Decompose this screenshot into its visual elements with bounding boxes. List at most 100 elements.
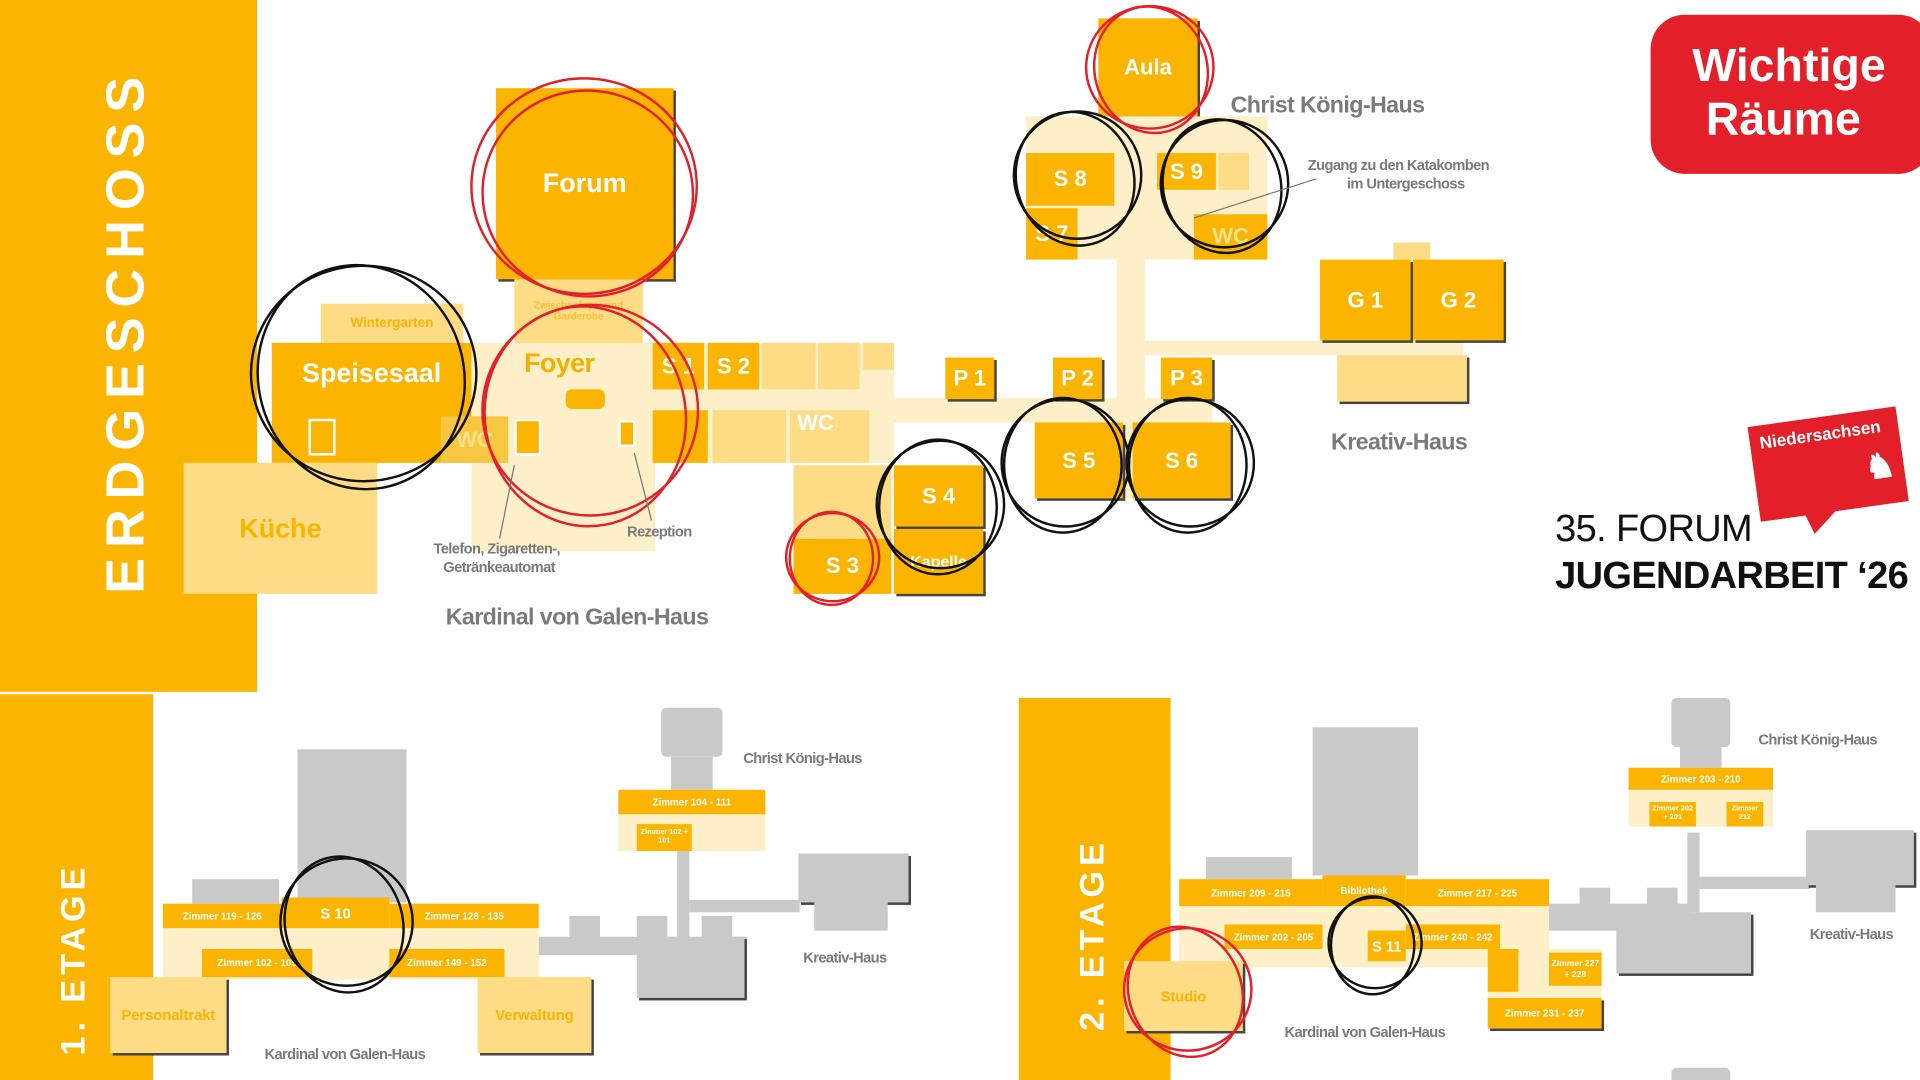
building xyxy=(1312,727,1418,876)
foyer-desk xyxy=(565,389,605,409)
building xyxy=(636,936,745,998)
room-s4[interactable]: S 4 xyxy=(893,465,984,527)
room-s5[interactable]: S 5 xyxy=(1034,422,1123,499)
building xyxy=(701,915,733,938)
katakomben-note: im Untergeschoss xyxy=(1346,175,1465,193)
building xyxy=(192,879,280,904)
room-s10[interactable]: S 10 xyxy=(281,897,390,929)
building-label-kreativ: Kreativ-Haus xyxy=(1809,925,1894,943)
room xyxy=(1393,242,1431,260)
gray-corridor xyxy=(689,900,800,913)
building xyxy=(661,707,723,757)
gray-corridor xyxy=(1699,876,1810,889)
room-personaltrakt[interactable]: Personaltrakt xyxy=(110,977,227,1054)
room-s3[interactable]: S 3 xyxy=(793,538,892,594)
building xyxy=(636,915,668,938)
room-wc-3[interactable]: WC xyxy=(1193,214,1268,260)
room-z119[interactable]: Zimmer 119 - 126 xyxy=(162,903,282,929)
building xyxy=(671,756,713,790)
room-wintergarten[interactable]: Wintergarten xyxy=(320,303,463,343)
corridor xyxy=(1144,340,1464,356)
building-label-christ-koenig: Christ König-Haus xyxy=(1230,93,1425,119)
room-z209[interactable]: Zimmer 209 - 215 xyxy=(1179,879,1323,907)
telefon-note: Getränkeautomat xyxy=(443,558,555,576)
room xyxy=(817,342,860,390)
room xyxy=(793,465,892,539)
room xyxy=(761,342,816,390)
room-studio[interactable]: Studio xyxy=(1124,961,1243,1032)
building-label-kardinal: Kardinal von Galen-Haus xyxy=(1284,1023,1446,1041)
room-z203[interactable]: Zimmer 203 - 210 xyxy=(1628,767,1774,790)
corridor xyxy=(1116,238,1145,405)
room-aula[interactable]: Aula xyxy=(1098,18,1198,117)
room-z102b[interactable]: Zimmer 102 + 101 xyxy=(636,824,692,852)
building-label-kreativ: Kreativ-Haus xyxy=(1331,429,1468,456)
first-floor-label: 1. ETAGE xyxy=(53,862,92,1056)
room-kapelle[interactable]: Kapelle xyxy=(893,528,984,594)
room-s2[interactable]: S 2 xyxy=(707,342,760,390)
room-z202[interactable]: Zimmer 202 - 205 xyxy=(1224,924,1323,949)
room-wc-accessible[interactable]: WC xyxy=(789,410,870,463)
title-line-1: Wichtige xyxy=(1692,40,1886,92)
horse-icon: ♞ xyxy=(1861,445,1898,488)
room-g2[interactable]: G 2 xyxy=(1413,259,1504,341)
room-bibliothek[interactable]: Bibliothek xyxy=(1322,875,1406,907)
second-floor-label: 2. ETAGE xyxy=(1072,838,1111,1032)
room xyxy=(1218,153,1249,190)
building xyxy=(814,900,888,931)
building xyxy=(1579,887,1611,907)
room-g1[interactable]: G 1 xyxy=(1320,259,1411,341)
room-p3[interactable]: P 3 xyxy=(1160,357,1213,400)
room-z104[interactable]: Zimmer 104 - 111 xyxy=(618,789,766,815)
elevator-icon xyxy=(308,418,336,456)
telefon-note: Telefon, Zigaretten-, xyxy=(433,540,560,558)
building xyxy=(1646,887,1678,907)
room-s7[interactable]: S 7 xyxy=(1026,208,1078,260)
room-z149[interactable]: Zimmer 149 - 152 xyxy=(389,948,505,978)
room-forum[interactable]: Forum xyxy=(495,88,674,280)
building xyxy=(569,915,601,938)
title-line-2: Räume xyxy=(1705,94,1861,146)
building-label-christ-koenig: Christ König-Haus xyxy=(743,749,862,767)
room-z128[interactable]: Zimmer 128 - 135 xyxy=(389,903,539,929)
building xyxy=(1671,1067,1731,1080)
room-zwischenfoyer[interactable]: Zwischenfoyer und Garderobe xyxy=(514,279,643,343)
event-line-1: 35. FORUM xyxy=(1555,506,1753,550)
corridor xyxy=(893,397,1213,423)
room-s11[interactable]: S 11 xyxy=(1367,930,1406,962)
room-z202b[interactable]: Zimmer 202 + 201 xyxy=(1649,802,1696,827)
room-p2[interactable]: P 2 xyxy=(1053,357,1103,400)
building-label-kardinal: Kardinal von Galen-Haus xyxy=(445,604,709,631)
ground-floor-label: ERDGESCHOSS xyxy=(95,66,156,594)
room-p1[interactable]: P 1 xyxy=(945,357,995,400)
event-line-2: JUGENDARBEIT ‘26 xyxy=(1555,553,1909,597)
building xyxy=(297,749,407,903)
building xyxy=(1671,697,1731,747)
room-verwaltung[interactable]: Verwaltung xyxy=(477,977,592,1054)
room-s8[interactable]: S 8 xyxy=(1026,153,1115,206)
room xyxy=(863,342,894,370)
rezeption-note: Rezeption xyxy=(626,522,692,541)
room-s6[interactable]: S 6 xyxy=(1132,422,1231,499)
building xyxy=(1815,881,1896,913)
room-z212[interactable]: Zimmer 212 xyxy=(1726,802,1764,827)
title-box: Wichtige Räume xyxy=(1650,14,1920,174)
room-foyer[interactable]: Foyer xyxy=(524,347,595,379)
badge-tail xyxy=(1800,504,1842,534)
room-z217[interactable]: Zimmer 217 - 225 xyxy=(1405,879,1549,907)
room-z227[interactable]: Zimmer 227 + 228 xyxy=(1548,952,1602,986)
building-label-kreativ: Kreativ-Haus xyxy=(803,948,887,967)
room-z231[interactable]: Zimmer 231 - 237 xyxy=(1487,997,1602,1029)
room-z240[interactable]: Zimmer 240 - 242 xyxy=(1405,924,1501,949)
room-s9[interactable]: S 9 xyxy=(1157,153,1216,190)
elevator-icon xyxy=(514,418,542,456)
room-z102[interactable]: Zimmer 102 - 105 xyxy=(202,948,313,978)
building-label-kardinal: Kardinal von Galen-Haus xyxy=(264,1045,426,1063)
room-wc-1[interactable]: WC xyxy=(440,416,509,463)
building xyxy=(1616,912,1752,974)
room-s1[interactable]: S 1 xyxy=(652,342,705,390)
room xyxy=(712,410,787,463)
room xyxy=(652,410,708,463)
room-kueche[interactable]: Küche xyxy=(183,462,378,594)
katakomben-note: Zugang zu den Katakomben xyxy=(1307,156,1490,174)
